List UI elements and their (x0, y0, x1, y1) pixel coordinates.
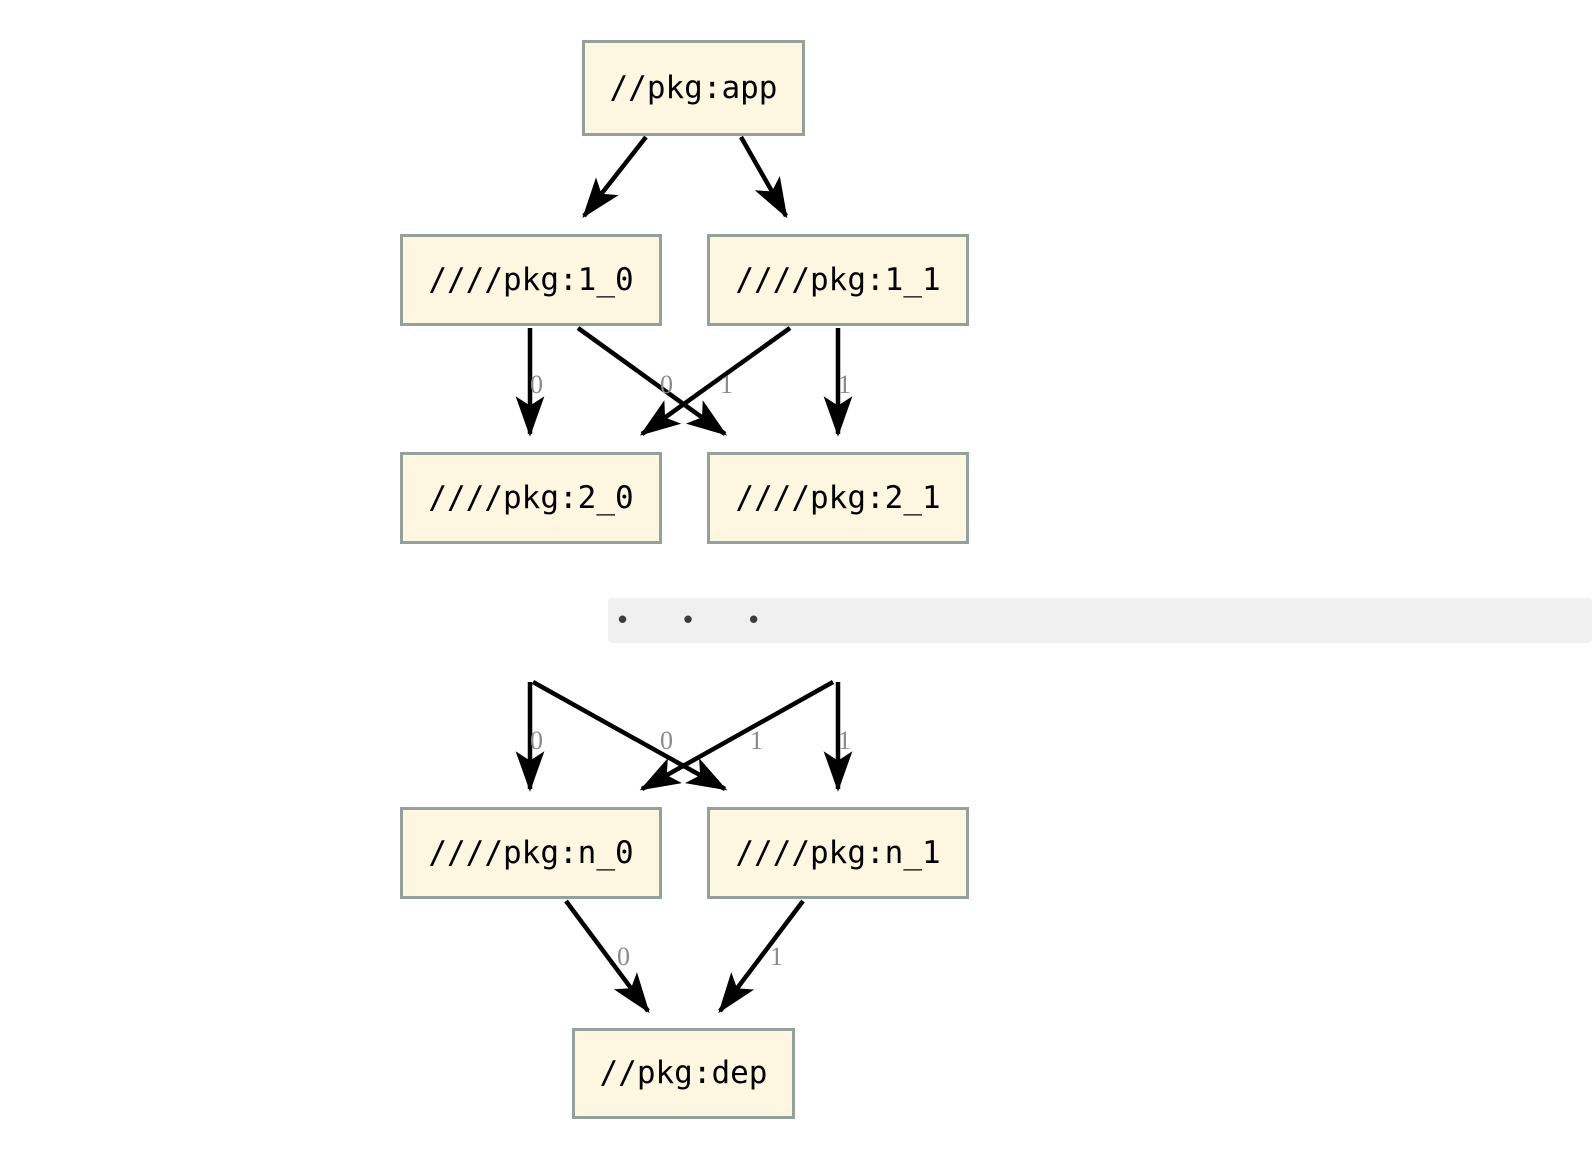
edge-label-elided-cross-n_1: 1 (838, 726, 851, 755)
node-2-0[interactable]: ////pkg:2_0 (400, 452, 662, 544)
edge-label-elided-n_0: 0 (530, 726, 543, 755)
node-dep[interactable]: //pkg:dep (572, 1028, 795, 1119)
node-2-1[interactable]: ////pkg:2_1 (707, 452, 969, 544)
edge-label-n_0-dep: 0 (617, 942, 630, 971)
edge-n_1-to-dep (718, 899, 805, 1014)
node-label-n-0: ////pkg:n_0 (428, 834, 634, 871)
edge-app-to-1_0 (582, 135, 648, 219)
node-label-n-1: ////pkg:n_1 (735, 834, 941, 871)
edge-label-1_1-2_0: 1 (720, 370, 733, 399)
edge-label-elided-n_1: 0 (660, 726, 673, 755)
node-1-1[interactable]: ////pkg:1_1 (707, 234, 969, 326)
edge-1_0-to-2_1 (576, 326, 728, 436)
graph-truncation-band: • • • (608, 598, 1592, 643)
node-label-2-0: ////pkg:2_0 (428, 479, 634, 516)
ellipsis-dots: • • • (618, 604, 773, 634)
node-label-dep: //pkg:dep (599, 1055, 768, 1091)
node-label-1-0: ////pkg:1_0 (428, 261, 634, 298)
edge-label-1_0-2_1: 0 (660, 370, 673, 399)
edge-elided-crossing-to-n_0 (639, 680, 835, 791)
node-app[interactable]: //pkg:app (582, 40, 805, 136)
edge-label-1_1-2_1: 1 (838, 370, 851, 399)
edge-label-n_1-dep: 1 (770, 942, 783, 971)
edge-n_0-to-dep (564, 899, 650, 1014)
node-n-1[interactable]: ////pkg:n_1 (707, 807, 969, 899)
edge-elided-to-n_1 (531, 680, 728, 791)
node-label-1-1: ////pkg:1_1 (735, 261, 941, 298)
edge-label-elided-cross-n_0: 1 (750, 726, 763, 755)
edge-label-1_0-2_0: 0 (530, 370, 543, 399)
edge-1_1-to-2_0 (639, 326, 792, 436)
node-1-0[interactable]: ////pkg:1_0 (400, 234, 662, 326)
edge-app-to-1_1 (739, 135, 788, 219)
node-label-2-1: ////pkg:2_1 (735, 479, 941, 516)
node-n-0[interactable]: ////pkg:n_0 (400, 807, 662, 899)
node-label-app: //pkg:app (609, 69, 778, 106)
